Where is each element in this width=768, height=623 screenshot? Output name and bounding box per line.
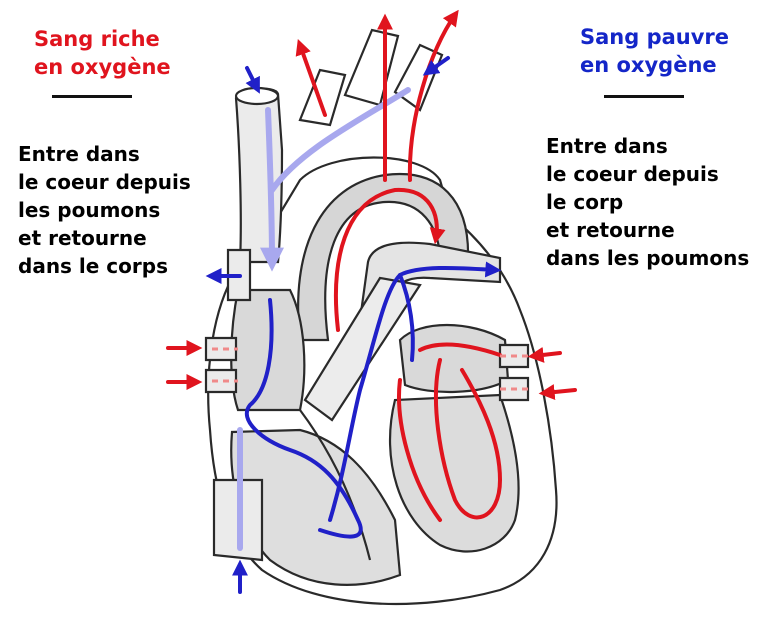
oxygen-poor-title-line2: en oxygène bbox=[580, 53, 717, 77]
left-pulmonary-veins bbox=[204, 336, 238, 394]
right-text-line-1: Entre dans bbox=[546, 134, 668, 158]
left-text-line-4: et retourne bbox=[18, 226, 147, 250]
aorta-branch-flow-3 bbox=[407, 9, 459, 182]
right-text-line-2: le coeur depuis bbox=[546, 162, 719, 186]
left-divider bbox=[52, 95, 132, 98]
blue-flow bbox=[244, 261, 502, 539]
oxygen-rich-title-line1: Sang riche bbox=[34, 27, 160, 51]
red-arrow-right-2 bbox=[538, 384, 577, 401]
left-text-line-5: dans le corps bbox=[18, 254, 168, 278]
blue-arrow-top-left bbox=[245, 66, 260, 94]
lv-flow bbox=[434, 358, 503, 520]
left-text-line-2: le coeur depuis bbox=[18, 170, 191, 194]
red-arrow-right-1 bbox=[527, 346, 562, 363]
blue-arrow-top-right bbox=[422, 56, 450, 76]
svc-flow-line bbox=[259, 107, 284, 272]
red-flow bbox=[295, 9, 503, 522]
rv-to-pa-flow bbox=[328, 261, 502, 522]
ra-to-rv-flow bbox=[244, 298, 363, 539]
right-text-line-4: et retourne bbox=[546, 218, 675, 242]
oxygen-poor-title-line1: Sang pauvre bbox=[580, 25, 730, 49]
pulmonary-trunk bbox=[303, 276, 422, 422]
left-text-line-3: les poumons bbox=[18, 198, 161, 222]
la-flow bbox=[418, 342, 502, 357]
oxygen-rich-title-line2: en oxygène bbox=[34, 55, 171, 79]
superior-vena-cava bbox=[234, 87, 284, 264]
pulmonary-inflow-dashes bbox=[212, 347, 528, 391]
aorta-branch-flow-1 bbox=[295, 38, 327, 117]
lv-to-aorta-flow bbox=[397, 378, 442, 522]
left-text-line-1: Entre dans bbox=[18, 142, 140, 166]
external-arrows bbox=[166, 56, 577, 594]
right-atrium bbox=[230, 288, 306, 412]
svc-side-flow-line bbox=[269, 87, 411, 193]
right-text-line-3: le corp bbox=[546, 190, 624, 214]
right-divider bbox=[604, 95, 684, 98]
right-text-line-5: dans les poumons bbox=[546, 246, 750, 270]
left-atrium bbox=[398, 324, 510, 394]
right-pulmonary-veins bbox=[498, 343, 530, 402]
pa-split-flow bbox=[398, 273, 415, 362]
light-blue-flow bbox=[237, 87, 411, 551]
aortic-arch-flow bbox=[334, 187, 446, 332]
